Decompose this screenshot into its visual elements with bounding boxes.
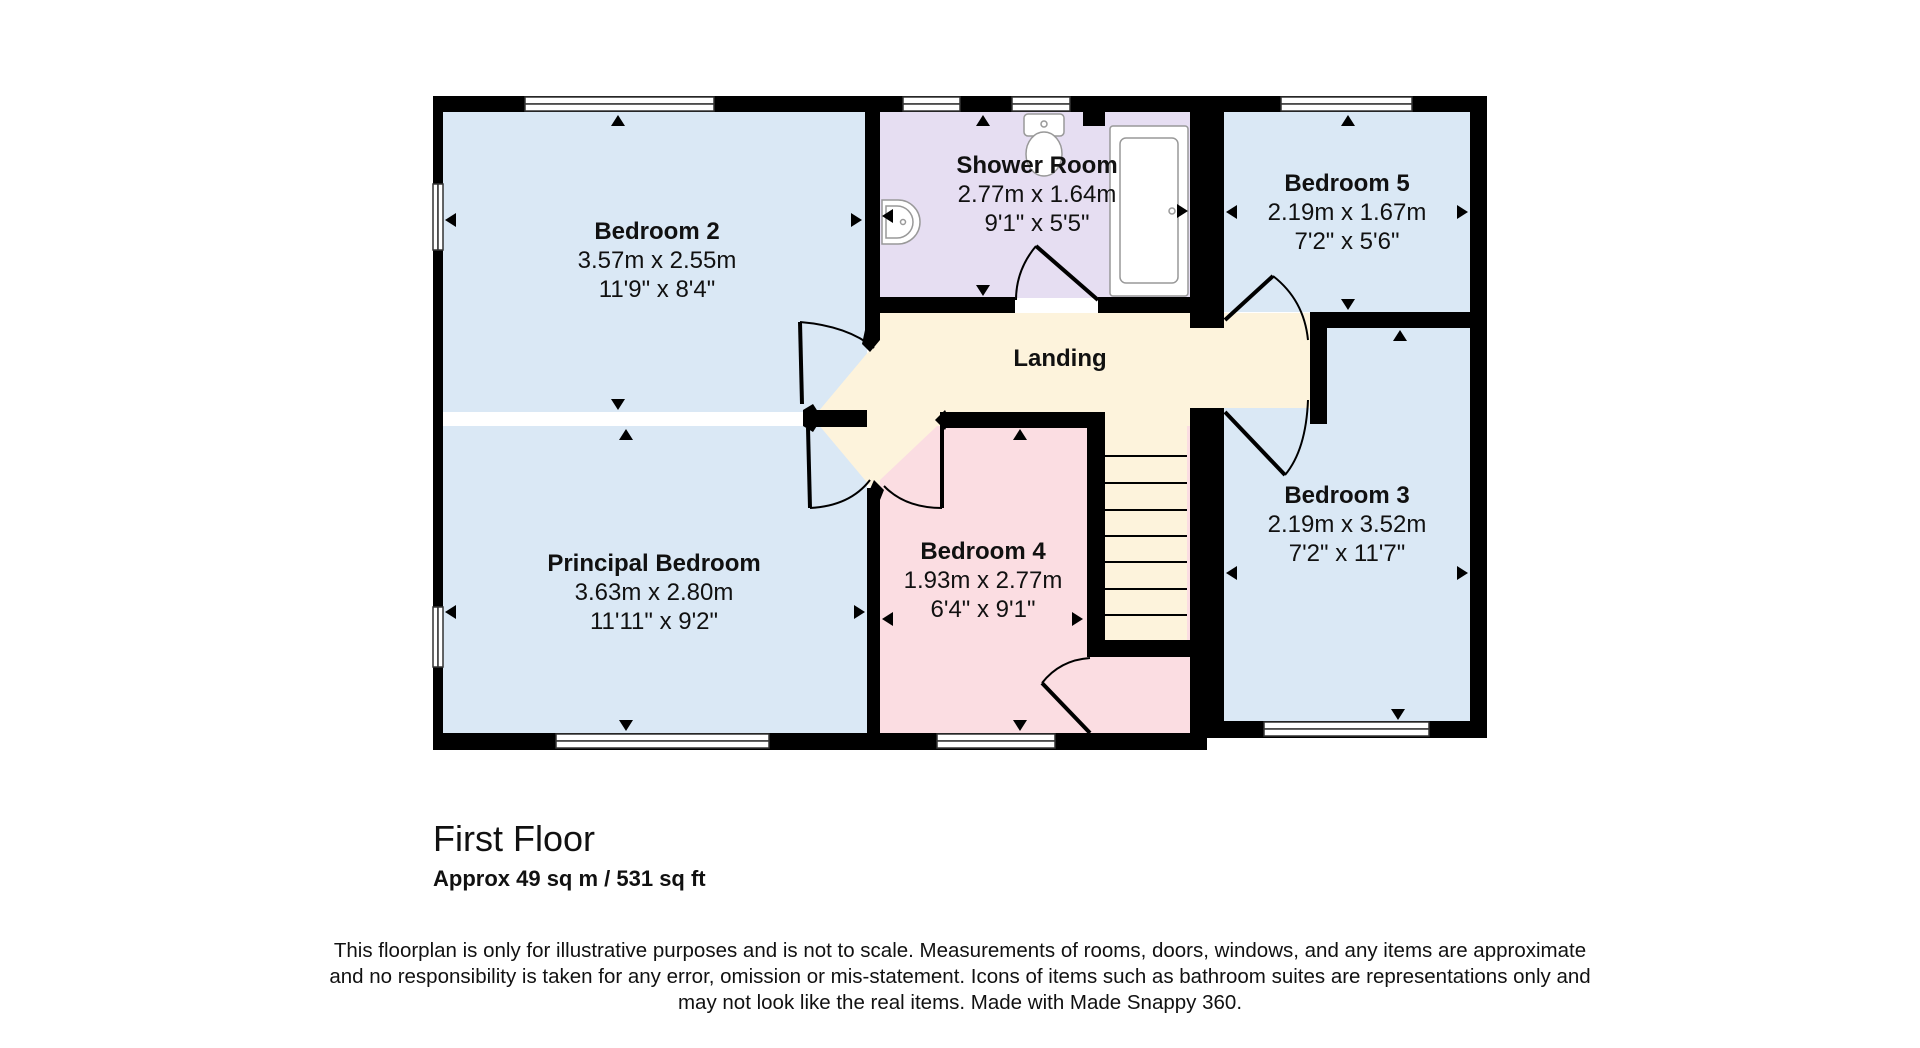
window-icon-bed3-bottom <box>1263 721 1430 737</box>
door-swing-icon-bed3 <box>1223 399 1309 477</box>
room-name: Bedroom 3 <box>1284 482 1410 509</box>
floor-area: Approx 49 sq m / 531 sq ft <box>433 866 706 891</box>
room-label-bedroom-5: Bedroom 5 2.19m x 1.67m 7'2" x 5'6" <box>1268 170 1427 256</box>
wall-shower-bottom-right <box>1098 297 1190 313</box>
room-label-shower-room: Shower Room 2.77m x 1.64m 9'1" x 5'5" <box>956 152 1117 238</box>
stairs-fill <box>1105 426 1187 640</box>
floor-title: First Floor <box>433 818 595 859</box>
landing-fill <box>813 313 1310 640</box>
room-metric: 2.19m x 1.67m <box>1267 198 1427 226</box>
basin-icon <box>881 199 921 245</box>
wall-bed2-shower <box>865 96 880 338</box>
door-swing-bed5 <box>1224 313 1303 408</box>
wall-bed2-corner <box>862 330 880 352</box>
wall-bed4-top-corner <box>935 410 950 430</box>
room-label-principal-bedroom: Principal Bedroom 3.63m x 2.80m 11'11" x… <box>547 550 760 636</box>
room-fills <box>443 112 1470 733</box>
room-imperial: 7'2" x 11'7" <box>1288 539 1406 567</box>
window-icon-bed5 <box>1280 96 1413 112</box>
door-swing-icon-bed5 <box>1223 274 1309 341</box>
bedroom-5-fill <box>1224 112 1470 312</box>
door-swing-icon-cupboard <box>1040 657 1092 735</box>
bathroom-fixtures <box>881 113 1189 297</box>
wall-bed5-bed3 <box>1310 312 1470 328</box>
staircase-icon <box>1105 455 1187 616</box>
window-icon-bed4-bottom <box>936 733 1056 749</box>
room-imperial: 7'2" x 5'6" <box>1294 227 1400 255</box>
wall-bed4-top <box>940 412 1090 428</box>
room-label-landing: Landing <box>1013 345 1106 374</box>
room-name: Bedroom 5 <box>1284 170 1410 197</box>
door-swing-icon-principal <box>806 427 871 509</box>
wall-principal-bed4-corner <box>867 480 884 500</box>
outer-wall-left <box>433 96 443 750</box>
door-swing-icon-bed4 <box>883 428 944 509</box>
room-imperial: 9'1" x 5'5" <box>984 209 1090 237</box>
window-icon-bed2-top <box>524 96 715 112</box>
outer-wall-right <box>1470 96 1487 738</box>
disclaimer: This floorplan is only for illustrative … <box>0 938 1920 1016</box>
room-name: Shower Room <box>956 152 1118 179</box>
wall-door-post-left <box>803 404 822 432</box>
room-metric: 3.57m x 2.55m <box>577 246 737 274</box>
wall-shower-recess <box>1083 96 1105 126</box>
room-label-bedroom-3: Bedroom 3 2.19m x 3.52m 7'2" x 11'7" <box>1268 482 1427 568</box>
wall-cupboard-top <box>1087 640 1190 657</box>
windows <box>432 96 1430 749</box>
disclaimer-line-2: and no responsibility is taken for any e… <box>329 965 1591 988</box>
wall-landing-end <box>1310 312 1327 424</box>
wall-stair-left <box>1087 412 1105 656</box>
room-metric: 1.93m x 2.77m <box>903 566 1063 594</box>
window-icon-bed2-left <box>432 183 444 251</box>
wall-bed3-left <box>1190 408 1224 738</box>
room-metric: 2.77m x 1.64m <box>957 180 1117 208</box>
measure-arrow-icons <box>445 115 1468 731</box>
doors <box>798 244 1309 735</box>
room-label-bedroom-2: Bedroom 2 3.57m x 2.55m 11'9" x 8'4" <box>578 218 737 304</box>
disclaimer-line-3: may not look like the real items. Made w… <box>677 991 1243 1014</box>
window-icon-shower-1 <box>902 96 961 112</box>
room-imperial: 6'4" x 9'1" <box>930 595 1036 623</box>
room-name: Bedroom 4 <box>920 538 1046 565</box>
room-name: Landing <box>1013 345 1107 372</box>
window-icon-principal-bottom <box>555 733 770 749</box>
bath-icon <box>1109 125 1189 297</box>
outer-wall-bottom-left <box>433 733 1207 750</box>
room-label-bedroom-4: Bedroom 4 1.93m x 2.77m 6'4" x 9'1" <box>904 538 1063 624</box>
room-imperial: 11'11" x 9'2" <box>589 607 719 635</box>
wall-shower-bed5 <box>1190 96 1224 328</box>
room-name: Bedroom 2 <box>594 218 720 245</box>
bedroom-2-fill <box>443 112 867 412</box>
principal-bedroom-fill <box>443 426 867 733</box>
wall-principal-bed4 <box>867 488 880 750</box>
wall-bed2-principal <box>813 410 867 427</box>
door-swing-icon-shower <box>1015 244 1100 302</box>
toilet-icon <box>1023 113 1065 177</box>
room-metric: 3.63m x 2.80m <box>574 578 734 606</box>
door-swing-icon-bed2 <box>798 321 875 405</box>
window-icon-principal-left <box>432 606 444 668</box>
wall-shower-bottom-left <box>880 297 1015 313</box>
room-imperial: 11'9" x 8'4" <box>598 275 716 303</box>
window-icon-shower-2 <box>1011 96 1071 112</box>
room-name: Principal Bedroom <box>547 550 761 577</box>
disclaimer-line-1: This floorplan is only for illustrative … <box>333 939 1587 962</box>
room-metric: 2.19m x 3.52m <box>1267 510 1427 538</box>
